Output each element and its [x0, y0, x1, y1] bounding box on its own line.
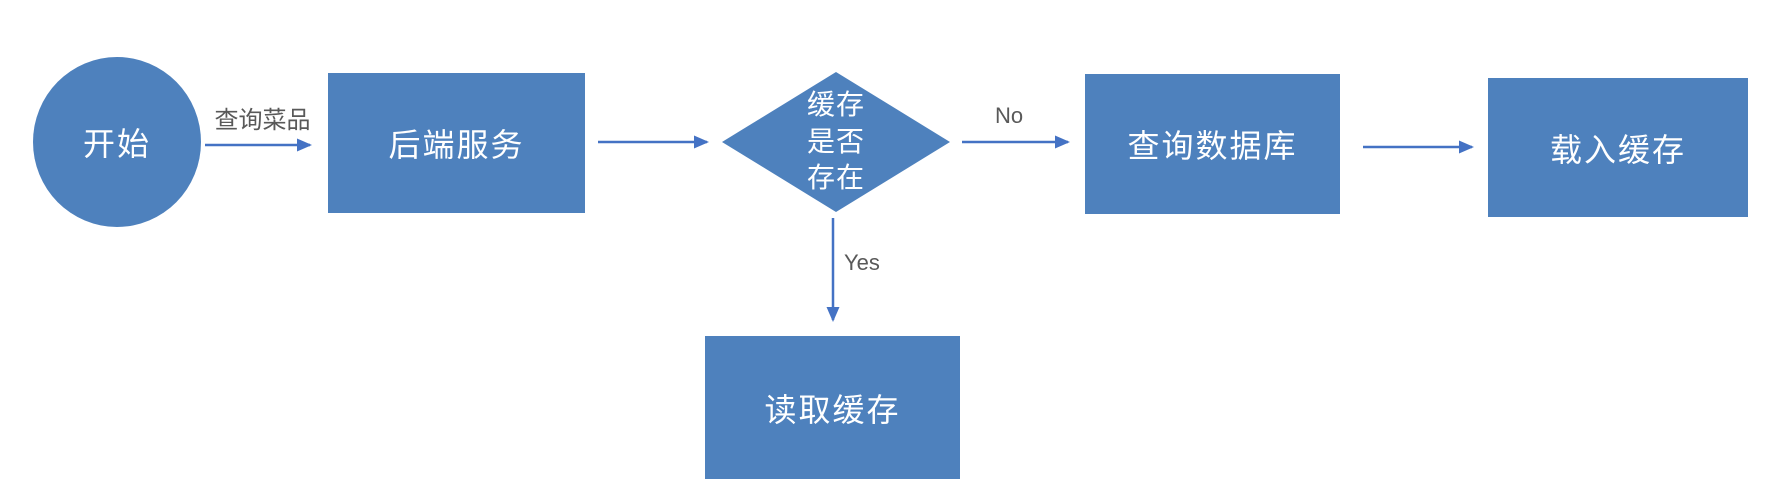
edge-label-query-dish: 查询菜品 — [214, 107, 311, 134]
flow-node-read-cache-label: 读取缓存 — [764, 391, 901, 428]
flow-node-backend-service: 后端服务 — [328, 73, 585, 213]
flow-node-start-label: 开始 — [82, 126, 151, 162]
flow-node-load-cache: 载入缓存 — [1488, 78, 1748, 217]
decision-label-line-1: 缓存 — [806, 89, 865, 121]
flow-node-load-cache-label: 载入缓存 — [1549, 131, 1686, 168]
flow-node-start: 开始 — [33, 57, 201, 227]
edge-label-yes: Yes — [844, 250, 880, 275]
edge-label-no: No — [994, 103, 1024, 128]
decision-label-line-2: 是否 — [806, 125, 865, 157]
flow-node-query-database-label: 查询数据库 — [1127, 128, 1298, 164]
flow-node-backend-service-label: 后端服务 — [388, 127, 525, 163]
decision-label-line-3: 存在 — [806, 162, 865, 194]
flow-node-read-cache: 读取缓存 — [705, 336, 960, 479]
flow-node-query-database: 查询数据库 — [1085, 74, 1340, 214]
